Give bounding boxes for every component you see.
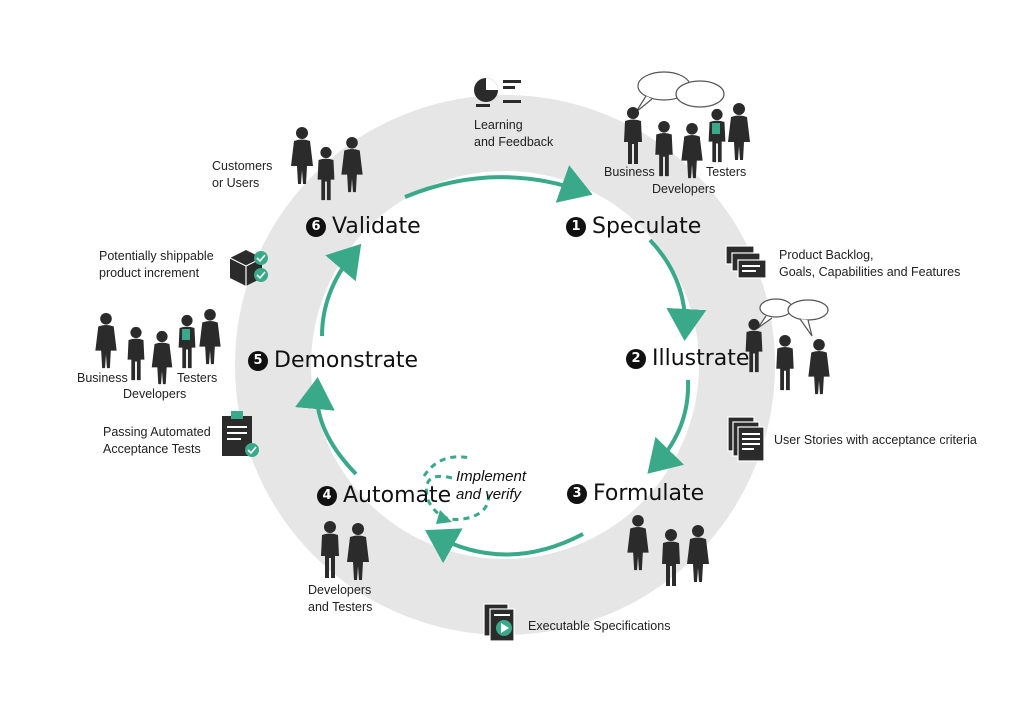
step-title: Automate xyxy=(343,483,452,508)
passing-tests-label: Passing Automated Acceptance Tests xyxy=(103,425,211,456)
backlog-label: Product Backlog, Goals, Capabilities and… xyxy=(779,248,961,279)
role-developers-left: Developers xyxy=(123,387,187,401)
step-title: Validate xyxy=(332,214,421,239)
step-title: Formulate xyxy=(593,481,705,506)
step-number: 3 xyxy=(567,483,587,504)
customers-label: Customers or Users xyxy=(212,159,273,190)
role-testers-left: Testers xyxy=(177,371,218,385)
role-developers-top: Developers xyxy=(652,182,716,196)
speculate-people xyxy=(624,103,750,179)
developers-testers-label: Developers and Testers xyxy=(308,583,373,614)
step-title: Speculate xyxy=(592,214,702,239)
illustrate-people xyxy=(745,298,830,395)
cycle-ring xyxy=(235,95,775,635)
role-testers-top: Testers xyxy=(706,165,747,179)
role-business-top: Business xyxy=(604,165,655,179)
step-demonstrate: 5 Demonstrate xyxy=(248,348,418,373)
step-number: 6 xyxy=(306,216,326,237)
user-stories-label: User Stories with acceptance criteria xyxy=(774,433,977,447)
shippable-label: Potentially shippable product increment xyxy=(99,249,214,280)
step-illustrate: 2 Illustrate xyxy=(626,346,749,371)
arrow-illustrate-to-formulate xyxy=(647,379,691,474)
video-doc-icon xyxy=(483,603,515,642)
implement-verify-label: Implement and verify xyxy=(456,468,527,503)
step-formulate: 3 Formulate xyxy=(567,481,704,506)
arrow-speculate-to-illustrate xyxy=(648,238,707,341)
arrow-validate-to-speculate xyxy=(404,165,593,203)
document-stack-icon xyxy=(727,416,765,462)
learning-feedback-label: Learning and Feedback xyxy=(474,118,554,149)
speech-bubble-icon xyxy=(635,71,725,113)
arrow-demonstrate-to-validate xyxy=(320,243,362,337)
clipboard-check-icon xyxy=(222,411,259,457)
step-number: 1 xyxy=(566,216,586,237)
demonstrate-people xyxy=(95,308,221,385)
step-title: Demonstrate xyxy=(274,348,419,373)
step-number: 5 xyxy=(248,350,268,371)
step-number: 2 xyxy=(626,348,646,369)
step-automate: 4 Automate xyxy=(317,483,451,508)
step-number: 4 xyxy=(317,485,337,506)
implement-loop-top xyxy=(422,455,471,477)
executable-specs-label: Executable Specifications xyxy=(528,619,671,633)
step-speculate: 1 Speculate xyxy=(566,214,701,239)
implement-loop-arrowhead xyxy=(436,510,452,524)
cards-icon xyxy=(725,245,767,279)
arrow-automate-to-demonstrate xyxy=(294,377,358,476)
arrow-formulate-to-automate xyxy=(425,528,584,564)
box-check-icon xyxy=(229,250,268,286)
step-validate: 6 Validate xyxy=(306,214,421,239)
step-title: Illustrate xyxy=(652,346,750,371)
pie-chart-icon xyxy=(474,78,521,107)
role-business-left: Business xyxy=(77,371,128,385)
